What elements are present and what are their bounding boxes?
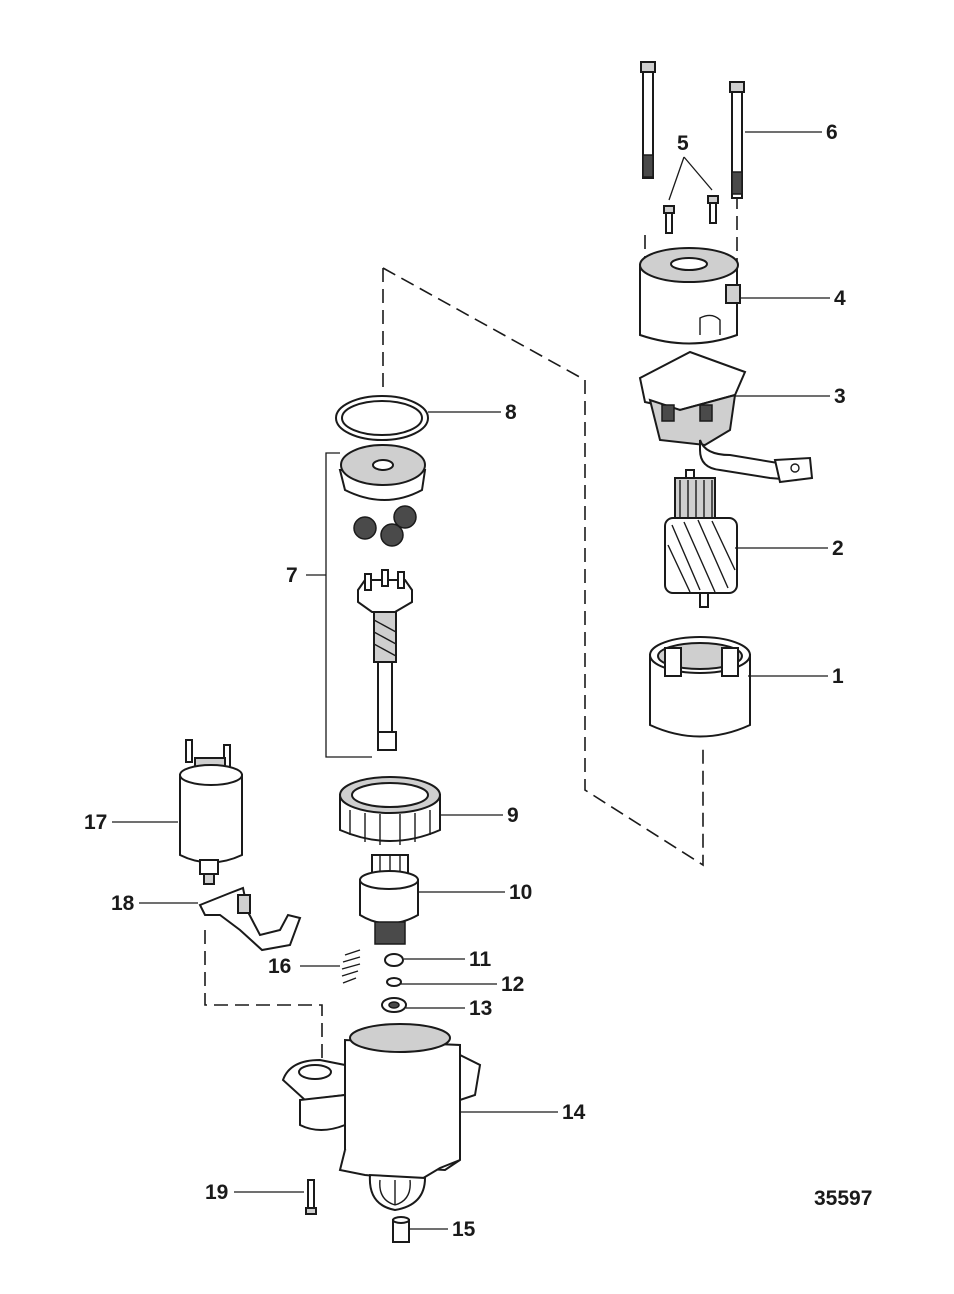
callout-19: 19	[205, 1181, 228, 1204]
callout-2: 2	[832, 537, 844, 560]
internal-gear-ring	[339, 776, 441, 845]
leader-lines	[112, 131, 830, 1230]
callout-3: 3	[834, 385, 846, 408]
callout-labels: 1 2 3 4 5 6 7 8 9 10 11 12 13 14 15 16 1…	[84, 121, 872, 1241]
gear-shaft-assembly	[338, 444, 427, 751]
bushing	[392, 1216, 410, 1243]
callout-18: 18	[111, 892, 135, 915]
callout-11: 11	[469, 948, 492, 971]
spring	[341, 949, 361, 984]
brush-holder	[638, 350, 814, 484]
callout-5: 5	[677, 132, 689, 155]
retaining-parts	[381, 953, 407, 1013]
callout-1: 1	[832, 665, 844, 688]
field-frame	[649, 636, 751, 738]
drawing-number: 35597	[814, 1187, 872, 1210]
callout-9: 9	[507, 804, 519, 827]
screws	[663, 195, 719, 234]
callout-17: 17	[84, 811, 107, 834]
drive-housing	[281, 1023, 482, 1212]
callout-4: 4	[834, 287, 846, 310]
callout-14: 14	[562, 1101, 586, 1124]
o-ring	[335, 395, 429, 441]
end-cap	[639, 247, 741, 345]
callout-7: 7	[286, 564, 298, 587]
callout-12: 12	[501, 973, 524, 996]
callout-13: 13	[469, 997, 492, 1020]
solenoid	[179, 739, 243, 885]
through-bolts	[640, 61, 745, 199]
bolt	[305, 1179, 317, 1215]
armature	[664, 469, 738, 608]
callout-10: 10	[509, 881, 532, 904]
callout-15: 15	[452, 1218, 476, 1241]
shift-lever	[198, 886, 302, 952]
callout-8: 8	[505, 401, 517, 424]
callout-16: 16	[268, 955, 291, 978]
drive-pinion	[359, 854, 419, 945]
callout-6: 6	[826, 121, 838, 144]
